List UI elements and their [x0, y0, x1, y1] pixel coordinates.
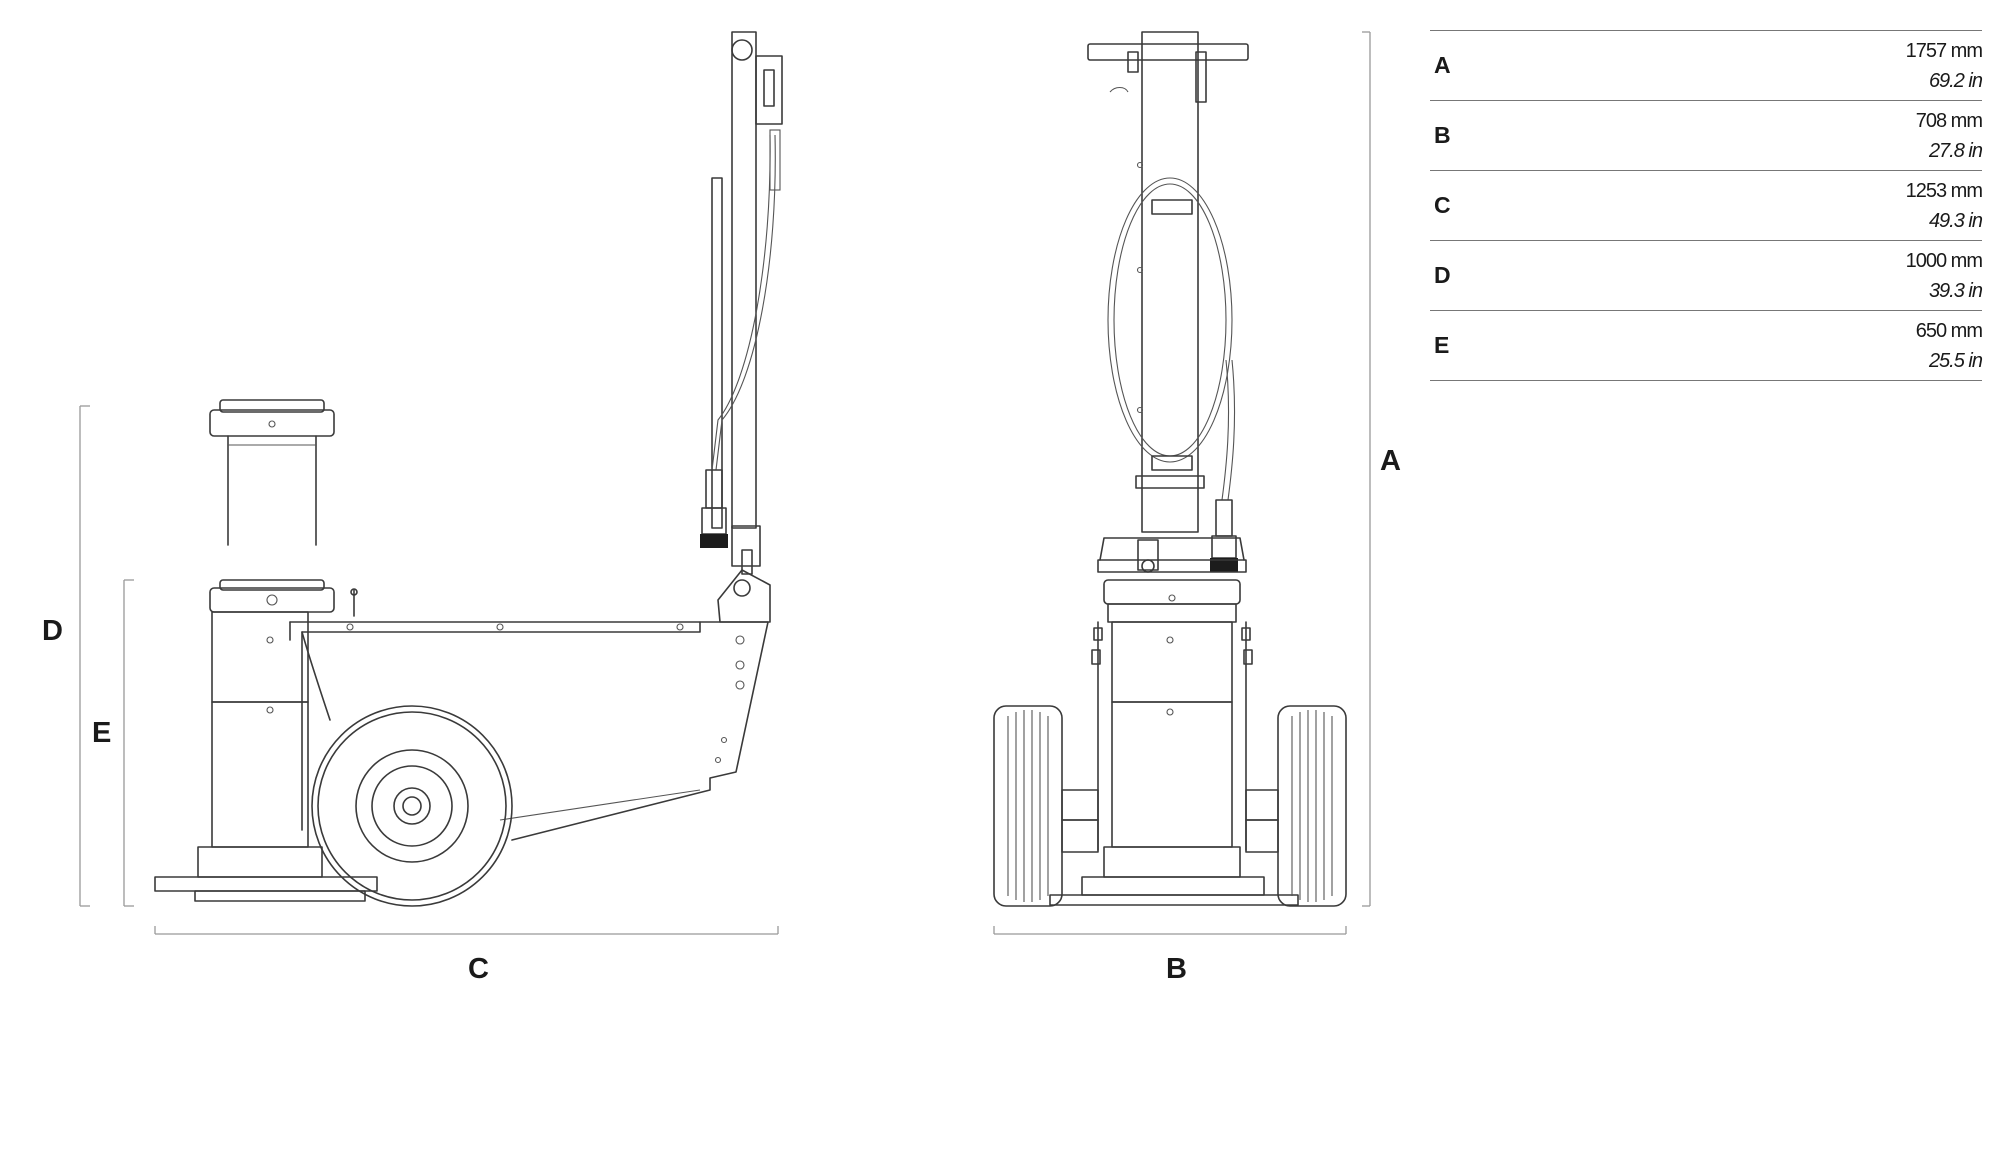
front-view [993, 31, 1347, 907]
chassis [289, 621, 769, 841]
raised-ram [209, 399, 335, 546]
dimension-letter: B [1430, 100, 1494, 171]
dimension-inches: 39.3 in [1928, 279, 1983, 302]
dimension-mm: 708 mm [1915, 109, 1983, 132]
dimension-table-body: A 1757 mm 69.2 in B 708 mm 27.8 in C 1253 mm 49.… [1430, 30, 1983, 381]
dimension-inches: 69.2 in [1928, 69, 1983, 92]
dim-label-c: C [468, 953, 489, 985]
dimension-values: 1253 mm 49.3 in [1494, 170, 1983, 241]
dim-label-d: D [42, 615, 63, 647]
coiled-hose [1107, 177, 1238, 572]
dimension-values: 708 mm 27.8 in [1494, 100, 1983, 171]
front-yoke [1097, 537, 1247, 573]
dimension-row: D 1000 mm 39.3 in [1430, 240, 1983, 311]
dimension-mm: 1253 mm [1905, 179, 1983, 202]
rear-wheel [311, 705, 513, 907]
dimension-row: A 1757 mm 69.2 in [1430, 30, 1983, 101]
handle-bar [711, 31, 783, 529]
dimension-row: C 1253 mm 49.3 in [1430, 170, 1983, 241]
dimension-letter: E [1430, 310, 1494, 381]
dimension-mm: 1000 mm [1905, 249, 1983, 272]
dimension-mm: 1757 mm [1905, 39, 1983, 62]
dimension-letter: C [1430, 170, 1494, 241]
cylinder-body [154, 611, 378, 902]
dimension-lines [79, 31, 1371, 935]
dimension-letter: A [1430, 30, 1494, 101]
saddle [209, 579, 358, 617]
side-view [154, 31, 783, 907]
dimension-values: 650 mm 25.5 in [1494, 310, 1983, 381]
dim-label-e: E [92, 717, 111, 749]
dimension-values: 1757 mm 69.2 in [1494, 30, 1983, 101]
dimension-inches: 27.8 in [1928, 139, 1983, 162]
dim-label-b: B [1166, 953, 1187, 985]
dimension-row: E 650 mm 25.5 in [1430, 310, 1983, 381]
front-wheel-right [1245, 705, 1347, 907]
front-wheel-left [993, 705, 1099, 907]
dimension-inches: 49.3 in [1928, 209, 1983, 232]
dimension-letter: D [1430, 240, 1494, 311]
handle-hinge [717, 525, 771, 623]
hose-connector [700, 469, 728, 548]
dimension-row: B 708 mm 27.8 in [1430, 100, 1983, 171]
front-cylinder [1049, 579, 1299, 906]
dimension-labels: D E C B A [42, 445, 1401, 985]
dimension-inches: 25.5 in [1928, 349, 1983, 372]
dim-label-a: A [1380, 445, 1401, 477]
front-handle [1087, 31, 1249, 533]
dimension-mm: 650 mm [1915, 319, 1983, 342]
dimension-values: 1000 mm 39.3 in [1494, 240, 1983, 311]
dimension-table: A 1757 mm 69.2 in B 708 mm 27.8 in C 1253 mm 49.… [1430, 30, 1983, 381]
